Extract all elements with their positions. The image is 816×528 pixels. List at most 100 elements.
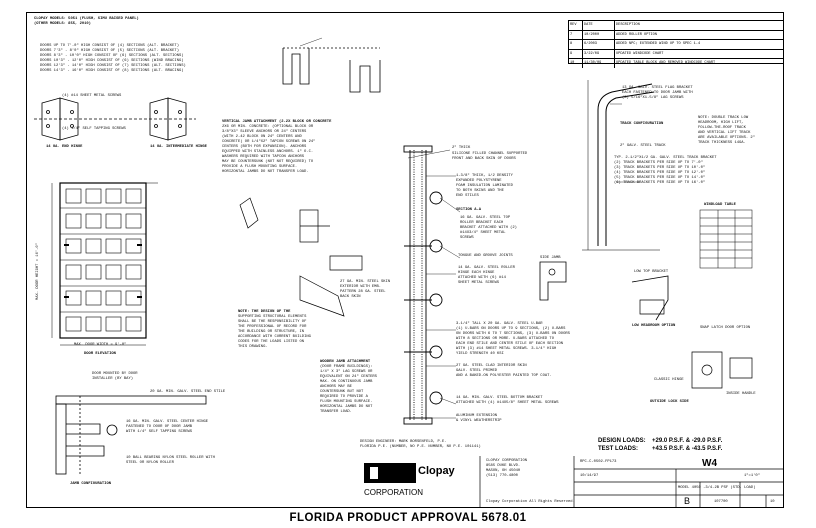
rev-number: 9 xyxy=(569,49,583,58)
section-line: DOORS 10'3" - 12'0" HIGH CONSIST OF (6) … xyxy=(40,59,184,63)
bottom-jamb-line: DOOR MOUNTED BY DOOR xyxy=(92,372,138,376)
clopay-logo xyxy=(364,463,416,483)
side-jamb-detail xyxy=(539,261,567,301)
u-bar-line: WITH (3) #14 SHEET METAL SCREWS. 3-1/4" … xyxy=(456,347,557,351)
bottom-skin-line: 27 GA. STEEL CLAD INTERIOR SKIN xyxy=(456,364,527,368)
insulation-line: EXPANDED POLYSTYRENE xyxy=(456,179,502,183)
design-note-line: THE BUILDING OR STRUCTURE, IN xyxy=(238,330,305,334)
drawing-scale: 1"=1'0" xyxy=(744,474,760,478)
jamb-configuration xyxy=(55,395,207,475)
rev-description: UPDATED TABLE BLOCK AND REMOVED WINDCODE… xyxy=(616,61,716,65)
u-bar-line: (1) U-BARS ON DOORS UP TO 9 SECTIONS, (2… xyxy=(456,327,566,331)
door-panels xyxy=(60,188,146,332)
strut-line: PATTERN 28 GA. STEEL xyxy=(340,290,386,294)
leader-lines xyxy=(299,37,640,419)
wood-jamb-line: MAX. ON CONTINUOUS JAMB xyxy=(320,380,373,384)
models-header-2: (OTHER MODELS: 855, 2010) xyxy=(34,22,91,26)
u-bar-line: EACH END STILE AND CENTER STILE OF EACH … xyxy=(456,342,564,346)
door-elevation-label: DOOR ELEVATION xyxy=(84,352,116,356)
section-line: DOORS UP TO 7'-0" HIGH CONSIST OF (4) SE… xyxy=(40,44,179,48)
model-label: MODEL 4050 -3/4-2B PSF (STD. LOAD) xyxy=(678,486,756,490)
jamb-note-line: PROVIDE A FLUSH MOUNTING SURFACE. xyxy=(222,165,298,169)
top-bracket-line: ROLLER BRACKET EACH xyxy=(460,221,504,225)
jamb-note-line: CONCRETE) OR 1/4"X2" TAPCON SCREWS ON 24… xyxy=(222,140,316,144)
title-block-lines xyxy=(479,456,784,508)
top-section-detail xyxy=(282,47,381,93)
wood-jamb-line: FLUSH MOUNTING SURFACE. xyxy=(320,400,373,404)
u-bar-line: 3-1/4" TALL X 20 GA. GALV. STEEL U-BAR xyxy=(456,322,543,326)
drawing-sheet xyxy=(26,12,784,508)
snap-latch-detail xyxy=(691,351,723,389)
insulation-line: TO BOTH SKINS AND THE xyxy=(456,189,504,193)
track-spec-line: (4) TRACK BRACKETS PER SIDE UP TO 12'-0" xyxy=(614,171,706,175)
option-label: LOW TOP BRACKET xyxy=(634,270,669,274)
track-note-line: (3) 5/16"X1-5/8" LAG SCREWS xyxy=(622,96,684,100)
design-note-line: ACCORDANCE WITH CURRENT BUILDING xyxy=(238,335,311,339)
rev-description: ADDED ROLLER OPTION xyxy=(616,32,657,37)
date-col-header: DATE xyxy=(583,21,615,30)
bottom-bracket-line: 14 GA. MIN. GALV. STEEL BOTTOM BRACKET xyxy=(456,396,543,400)
option-label: CLASSIC HINGE xyxy=(654,378,684,382)
rev-number: 8 xyxy=(569,40,583,49)
side-jamb-label: SIDE JAMB xyxy=(540,256,561,260)
option-label: OUTSIDE LOCK SIDE xyxy=(650,400,689,404)
jamb-config-label: JAMB CONFIGURATION xyxy=(70,482,112,486)
design-note-line: THIS DRAWING. xyxy=(238,345,268,349)
design-note-line: NOTE: THE DESIGN OF THE xyxy=(238,310,291,314)
track-note2-line: ARE AVAILABLE OPTIONS. 2" xyxy=(698,136,755,140)
jamb-attach-title: VERTICAL JAMB ATTACHMENT (2-2X BLOCK OR … xyxy=(222,120,332,124)
top-bracket-line: 16 GA. GALV. STEEL TOP xyxy=(460,216,511,220)
roller-hinge-line: HINGE EACH HINGE xyxy=(458,271,495,275)
silicone-line: FRONT AND BACK SKIN OF DOORS xyxy=(452,157,516,161)
bottom-jamb-line: STEEL OR NYLON ROLLER xyxy=(126,461,174,465)
top-bracket-line: #14X3/4" SHEET METAL xyxy=(460,231,506,235)
jamb-note-line: CENTERS (BOTH FOR EXPANSION). ANCHORS xyxy=(222,145,307,149)
bottom-jamb-line: 10 BALL BEARING NYLON STEEL ROLLER WITH xyxy=(126,456,215,460)
address-line: (513) 770-4800 xyxy=(486,474,518,478)
revision-row: 9 3/22/09 UPDATED WINDCODE CHART xyxy=(569,49,783,59)
bottom-jamb-line: FASTENED TO DOOR OF DOOR JAMB xyxy=(126,425,193,429)
design-note-line: SUPPORTING STRUCTURAL ELEMENTS xyxy=(238,315,307,319)
jamb-note-line: WASHERS REQUIRED WITH TAPCON ANCHORS xyxy=(222,155,305,159)
top-header-label: 2" THICK xyxy=(452,146,471,150)
revision-row: 10 11/30/09 UPDATED TABLE BLOCK AND REMO… xyxy=(569,59,783,68)
option-label: SNAP LATCH DOOR OPTION xyxy=(700,326,751,330)
track-note2-line: HEADROOM, HIGH LIFT, xyxy=(698,121,744,125)
models-header: CLOPAY MODELS: 5051 (FLUSH, SIMU RAISED … xyxy=(34,17,139,21)
load-table-title: WINDLOAD TABLE xyxy=(704,203,736,207)
lock-bar xyxy=(329,255,363,271)
section-line: DOORS 12'3" - 14'0" HIGH CONSIST OF (7) … xyxy=(40,64,186,68)
track-spec-line: (2) TRACK BRACKETS PER SIDE UP TO 7'-0" xyxy=(614,161,703,165)
test-loads-label: TEST LOADS: xyxy=(598,446,638,452)
wood-jamb-line: ANCHORS MAY BE xyxy=(320,385,352,389)
bottom-jamb-line: 16 GA. MIN. GALV. STEEL CENTER HINGE xyxy=(126,420,209,424)
revision-row: 7 10/2000 ADDED ROLLER OPTION xyxy=(569,30,783,40)
design-note-line: SHALL BE THE RESPONSIBILITY OF xyxy=(238,320,307,324)
u-bar-line: YIELD STRENGTH 40 KSI xyxy=(456,352,504,356)
window-detail xyxy=(239,197,330,243)
track-note2-line: AND VERTICAL LIFT TRACK xyxy=(698,131,751,135)
top-bracket-line: BRACKET ATTACHED WITH (2) xyxy=(460,226,517,230)
track-note2-line: FOLLOW-THE-ROOF TRACK xyxy=(698,126,746,130)
track-spec-line: TYP. 2-1/2"X1/2 GA. GALV. STEEL TRACK BR… xyxy=(614,156,717,160)
u-bar-line: ON DOORS WITH 6 TO 7 SECTIONS, (3) U-BAR… xyxy=(456,332,570,336)
rev-number: 7 xyxy=(569,30,583,39)
option-label: INSIDE HANDLE xyxy=(726,392,756,396)
top-bracket-line: SCREWS xyxy=(460,236,474,240)
astragal-line: ALUMINUM EXTENSION xyxy=(456,414,498,418)
design-loads: +29.0 P.S.F. & -29.0 P.S.F. xyxy=(652,438,723,444)
rev-date: 11/30/09 xyxy=(583,59,615,68)
rev-description: UPDATED WINDCODE CHART xyxy=(616,51,664,56)
jamb-note-line: HORIZONTAL JAMBS DO NOT TRANSFER LOAD. xyxy=(222,170,309,174)
section-line: DOORS 14'3" - 16'0" HIGH CONSIST OF (8) … xyxy=(40,69,184,73)
end-hinge-label: 14 GA. END HINGE xyxy=(46,145,83,149)
revision-header-row: REV DATE DESCRIPTION xyxy=(569,21,783,31)
hinge-drawings xyxy=(34,97,196,141)
rev-description: ADDED NPC; EXTENDED WIND UP TO SPEC 1-4 xyxy=(616,42,701,46)
strut-line: BACK SKIN xyxy=(340,295,361,299)
jamb-roller xyxy=(548,268,556,276)
designer-line: FLORIDA P.E. (NUMBER, NO P.E. NUMBER, NO… xyxy=(360,445,481,449)
part-number: 107700 xyxy=(714,500,728,504)
jamb-note-line: 3/8"X3" SLEEVE ANCHORS OR 24" CENTERS xyxy=(222,130,307,134)
jamb-note-line: EQUIPPED WITH STAINLESS ANCHORS. 1" O.C. xyxy=(222,150,314,154)
